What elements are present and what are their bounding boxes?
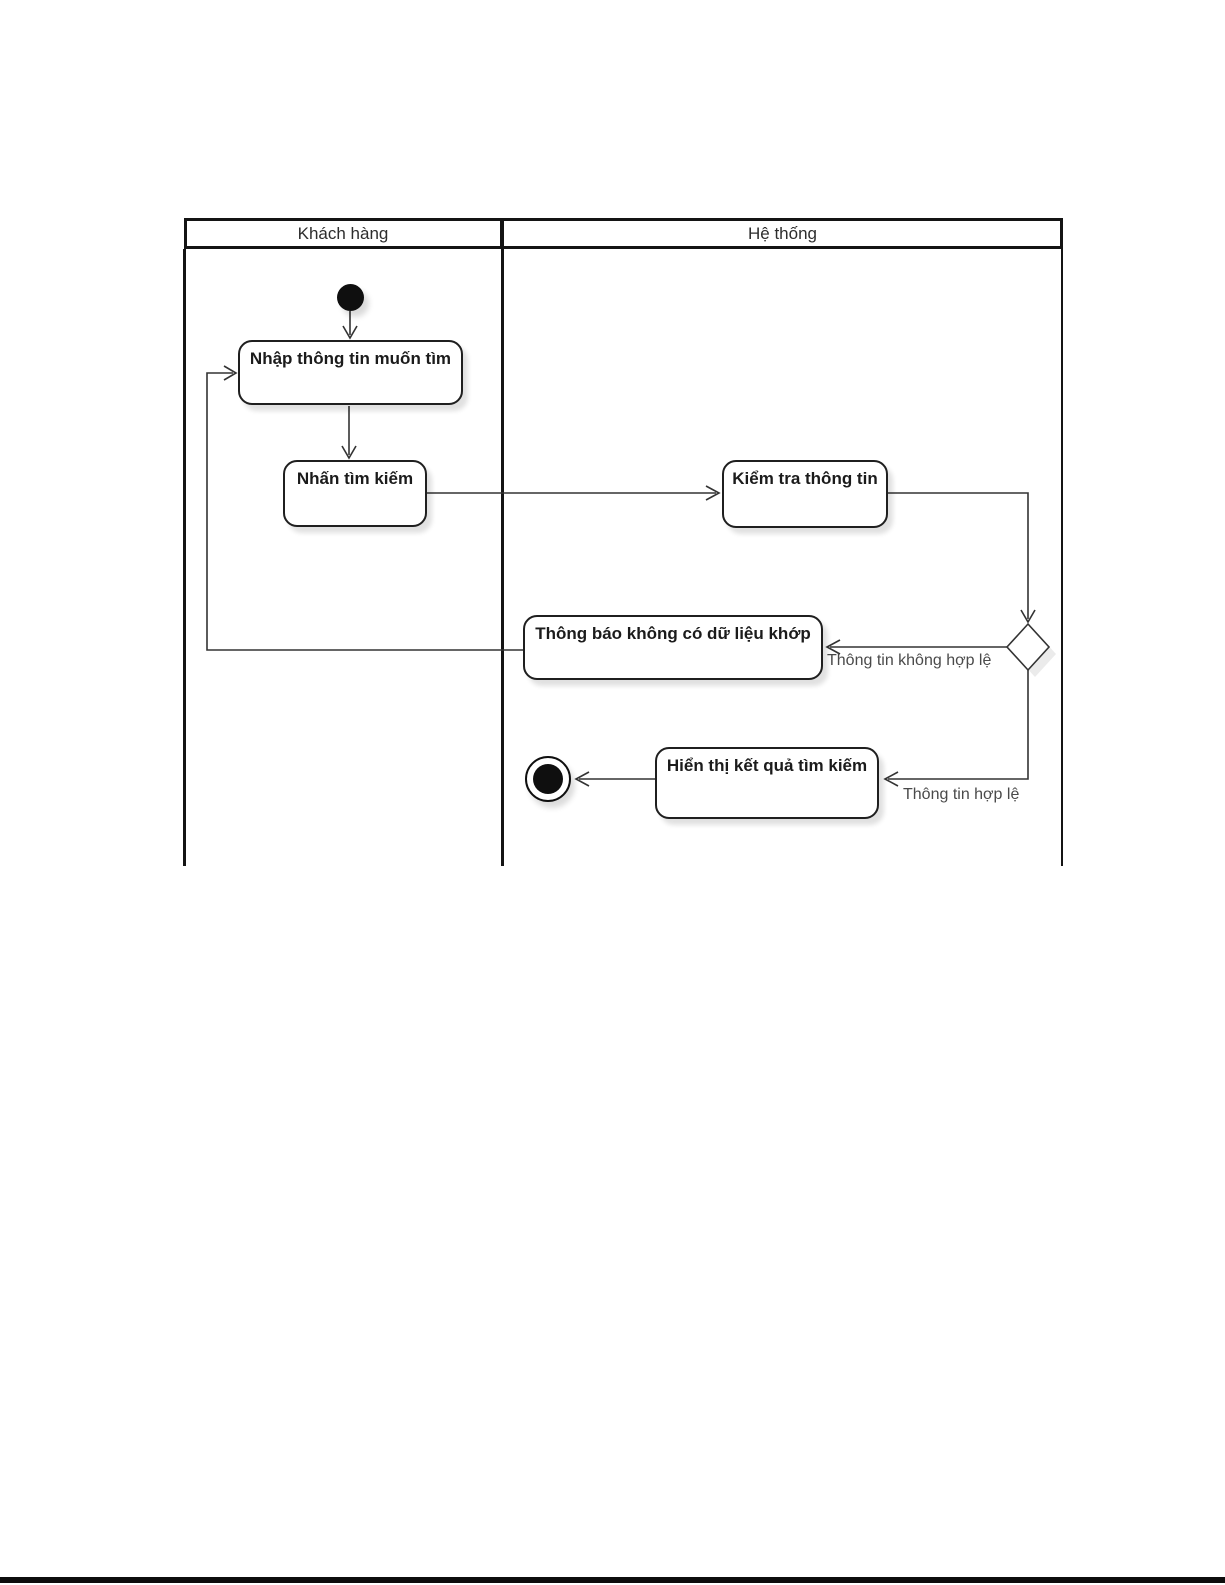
- edge-decision-to-hienthi: [888, 670, 1029, 780]
- activity-label: Kiểm tra thông tin: [732, 469, 878, 488]
- arrowhead-down-icon: [1020, 609, 1036, 624]
- decision-node: [1005, 622, 1051, 672]
- lane-divider: [501, 249, 504, 866]
- activity-label: Thông báo không có dữ liệu khớp: [535, 624, 811, 643]
- activity-kiem-tra-thong-tin: Kiểm tra thông tin: [722, 460, 888, 528]
- arrowhead-right-icon: [223, 365, 238, 381]
- swimlane-header-row: [184, 218, 1063, 249]
- guard-label-valid: Thông tin hợp lệ: [903, 786, 1020, 803]
- guard-label-invalid: Thông tin không hợp lệ: [827, 652, 992, 669]
- activity-label: Nhập thông tin muốn tìm: [249, 349, 452, 368]
- activity-hien-thi-ket-qua: Hiển thị kết quả tìm kiếm: [655, 747, 879, 819]
- final-node-dot: [533, 764, 563, 794]
- decision-shadow: [1014, 631, 1056, 677]
- activity-label: Nhấn tìm kiếm: [296, 469, 414, 488]
- arrowhead-left-icon: [883, 771, 899, 787]
- arrowhead-right-icon: [705, 485, 721, 501]
- lane-border-right: [1061, 249, 1063, 866]
- swimlane-divider-header: [500, 218, 504, 249]
- page-bottom-bar: [0, 1577, 1225, 1583]
- lane-title: Hệ thống: [748, 223, 817, 243]
- edge-kiemtra-to-decision: [888, 492, 1029, 619]
- lane-header-khach-hang: Khách hàng: [184, 218, 502, 249]
- arrowhead-down-icon: [342, 325, 358, 340]
- lane-border-left: [183, 249, 186, 866]
- activity-nhap-thong-tin: Nhập thông tin muốn tìm: [238, 340, 463, 405]
- activity-thong-bao-khong-khop: Thông báo không có dữ liệu khớp: [523, 615, 823, 680]
- lane-header-he-thong: Hệ thống: [502, 218, 1063, 249]
- activity-nhan-tim-kiem: Nhấn tìm kiếm: [283, 460, 427, 527]
- lane-title: Khách hàng: [297, 223, 389, 243]
- final-node: [525, 756, 571, 802]
- arrowhead-left-icon: [574, 771, 590, 787]
- arrowhead-down-icon: [341, 445, 357, 460]
- initial-node: [337, 284, 364, 311]
- activity-label: Hiển thị kết quả tìm kiếm: [666, 756, 868, 775]
